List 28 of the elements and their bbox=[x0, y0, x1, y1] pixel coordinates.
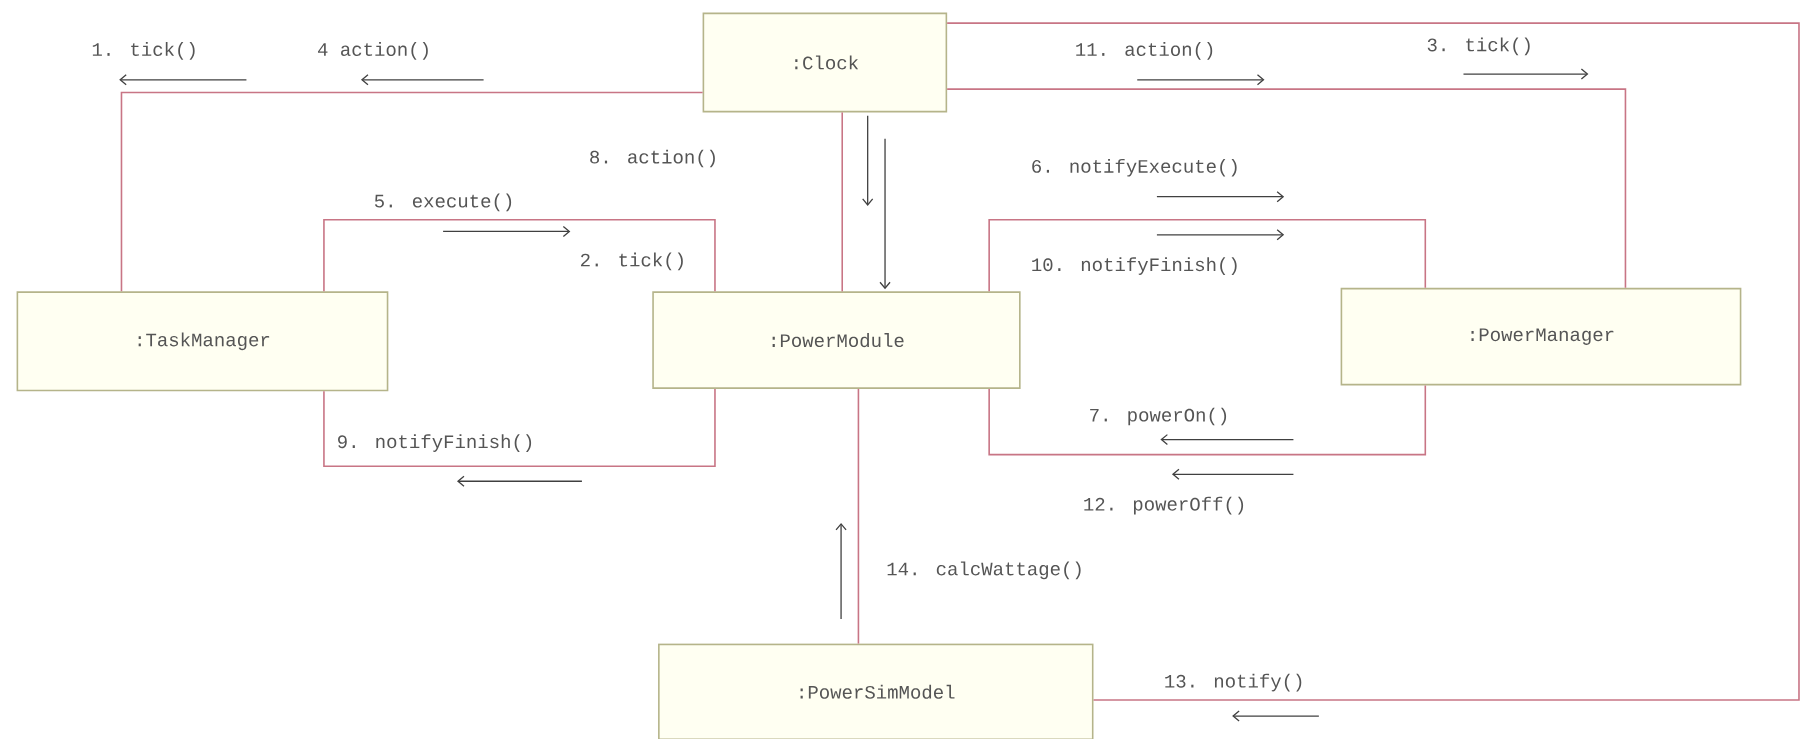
message-label: 13. notify() bbox=[1165, 673, 1302, 692]
link-line bbox=[841, 111, 844, 292]
link-line bbox=[946, 88, 1627, 289]
message-label: 5. execute() bbox=[374, 193, 512, 212]
message-label: 6. notifyExecute() bbox=[1032, 158, 1237, 177]
message-label: 1. tick() bbox=[92, 41, 195, 60]
object-box: :TaskManager bbox=[16, 291, 389, 392]
link-line bbox=[323, 218, 716, 293]
object-box: :PowerManager bbox=[1340, 287, 1742, 386]
object-box: :PowerSimModel bbox=[658, 643, 1094, 739]
link-line bbox=[988, 218, 1427, 292]
message-label: 2. tick() bbox=[581, 252, 683, 271]
message-label: 12. powerOff() bbox=[1084, 496, 1244, 515]
message-label: 4 action() bbox=[318, 41, 428, 60]
message-label: 14. calcWattage() bbox=[887, 561, 1081, 580]
message-label: 7. powerOn() bbox=[1090, 407, 1227, 426]
message-label: 9. notifyFinish() bbox=[338, 434, 532, 452]
object-box: :PowerModule bbox=[652, 291, 1021, 389]
message-label: 3. tick() bbox=[1427, 37, 1530, 55]
link-line bbox=[857, 388, 860, 645]
link-line bbox=[120, 91, 704, 293]
message-label: 11. action() bbox=[1076, 41, 1213, 60]
message-label: 8. action() bbox=[590, 149, 715, 168]
message-label: 10. notifyFinish() bbox=[1032, 257, 1237, 275]
object-box: :Clock bbox=[702, 12, 948, 113]
link-line bbox=[323, 388, 716, 467]
link-line bbox=[988, 384, 1427, 456]
link-line bbox=[946, 22, 1800, 701]
